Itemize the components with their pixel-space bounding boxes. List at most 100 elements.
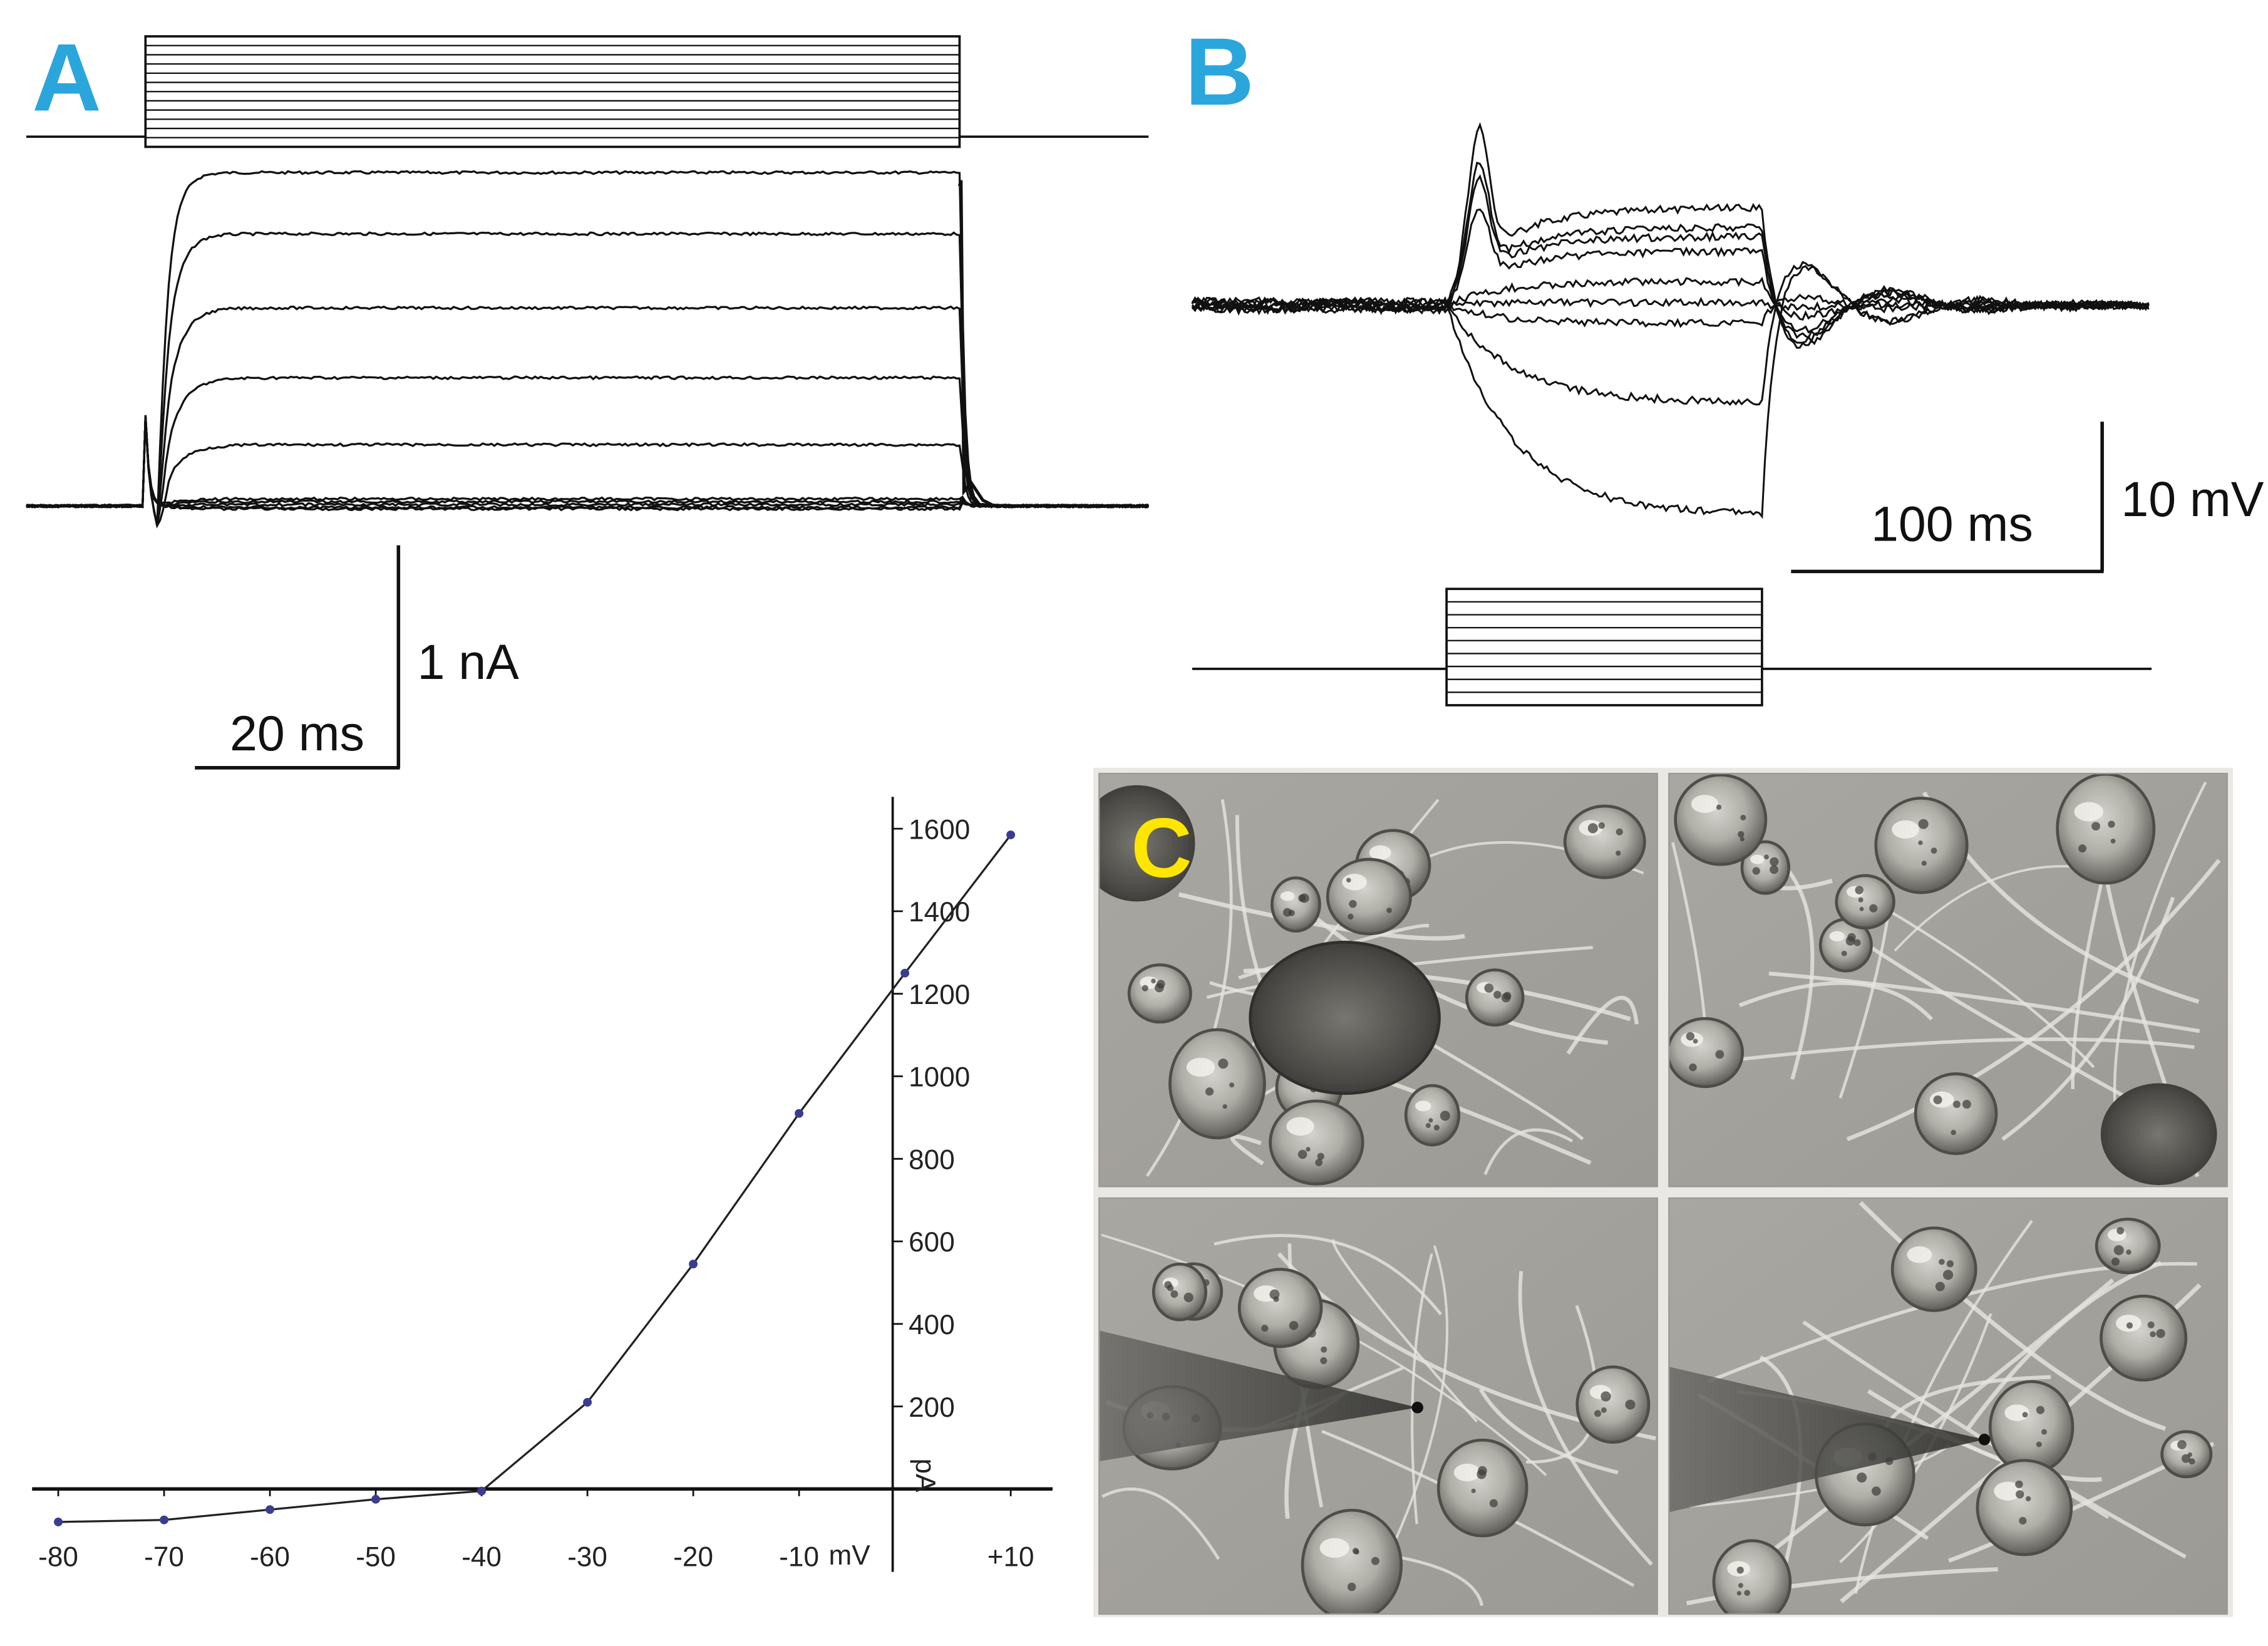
micrograph-granule <box>1962 1100 1971 1109</box>
micrograph-granule <box>2181 1454 2190 1463</box>
micrograph-granule <box>2150 1331 2156 1338</box>
micrograph-cell <box>1269 1099 1364 1186</box>
micrograph-cell-highlight <box>1907 1246 1932 1263</box>
panel-b: B 10 mV 100 ms <box>1185 18 2264 707</box>
micrograph-granule <box>1855 886 1863 894</box>
micrograph-neurite <box>1433 1044 1584 1141</box>
panel-c: C <box>1093 767 2234 1617</box>
micrograph-cell-highlight <box>1286 1117 1314 1136</box>
micrograph-cell-highlight <box>1342 874 1368 891</box>
micrograph-tile <box>1098 1197 1658 1615</box>
micrograph-tile-content <box>1099 774 1657 1187</box>
micrograph-granule <box>1306 1147 1311 1152</box>
micrograph-granule <box>1918 819 1929 829</box>
micrograph-tile <box>1668 772 2228 1188</box>
micrograph-cell-highlight <box>1892 820 1919 839</box>
micrograph-cell-highlight <box>1453 1463 1481 1482</box>
panel-b-sweep <box>1192 265 2150 519</box>
micrograph-pipette-tip <box>1978 1434 1991 1446</box>
micrograph-neurite <box>1101 1488 1220 1560</box>
micrograph-granule <box>2177 1440 2187 1449</box>
micrograph-granule <box>1600 1391 1611 1402</box>
iv-y-tick-label: 1600 <box>909 814 970 845</box>
micrograph-granule <box>2156 1328 2165 1338</box>
micrograph-granule <box>2016 1490 2024 1499</box>
panel-c-letter: C <box>1131 800 1192 895</box>
micrograph-cell-highlight <box>1319 1538 1349 1558</box>
micrograph-granule <box>1946 1260 1954 1268</box>
panel-b-current-step-protocol <box>1192 587 2152 707</box>
micrograph-granule <box>2187 1452 2192 1457</box>
micrograph-granule <box>2036 1405 2045 1414</box>
micrograph-granule <box>1261 1325 1269 1332</box>
micrograph-granule <box>1693 1038 1698 1044</box>
micrograph-granule <box>1433 1124 1440 1131</box>
micrograph-cell <box>1914 1072 1998 1156</box>
iv-y-tick-label: 800 <box>909 1144 955 1175</box>
micrograph-neurite <box>1478 1388 1619 1475</box>
iv-x-tick-label: -50 <box>356 1541 396 1572</box>
panel-b-scale-time-label: 100 ms <box>1871 497 2033 552</box>
micrograph-neurite <box>1566 996 1639 1055</box>
iv-x-tick-label: -20 <box>673 1541 713 1572</box>
micrograph-granule <box>1598 822 1605 829</box>
micrograph-tile-content <box>1669 774 2227 1187</box>
micrograph-granule <box>1625 1399 1636 1410</box>
micrograph-cell <box>1976 1459 2073 1556</box>
micrograph-cell <box>2160 1430 2213 1479</box>
micrograph-granule <box>1501 993 1511 1003</box>
iv-x-tick-label: -60 <box>250 1541 290 1572</box>
micrograph-granule <box>1930 847 1937 854</box>
micrograph-granule <box>1183 1292 1193 1303</box>
micrograph-granule <box>1289 1321 1299 1330</box>
micrograph-granule <box>1348 913 1354 920</box>
micrograph-neurite <box>1736 1278 2115 1579</box>
micrograph-cell <box>1835 874 1895 930</box>
panel-b-sweep <box>1192 162 2150 344</box>
iv-x-ticks: -80-70-60-50-40-30-20-10+10 <box>38 1489 1034 1572</box>
micrograph-granule <box>1686 1032 1695 1041</box>
micrograph-granule <box>1869 904 1878 913</box>
micrograph-grid <box>1098 772 2228 1615</box>
micrograph-granule <box>2078 844 2087 853</box>
micrograph-cell <box>1988 1380 2075 1474</box>
micrograph-cell-highlight <box>2004 1404 2029 1421</box>
micrograph-dark-cluster <box>1099 785 1195 902</box>
micrograph-cell <box>1874 796 1969 894</box>
micrograph-granule <box>2019 1516 2027 1525</box>
iv-x-tick-label: +10 <box>987 1541 1034 1572</box>
micrograph-cell <box>1674 774 1768 866</box>
micrograph-granule <box>2116 1227 2125 1234</box>
micrograph-cell <box>1890 1226 1977 1312</box>
micrograph-granule <box>1918 840 1923 846</box>
micrograph-cell <box>1271 876 1321 933</box>
micrograph-cell <box>1712 1539 1792 1614</box>
micrograph-cell <box>1237 1268 1323 1348</box>
micrograph-neurite <box>1695 1037 2195 1067</box>
micrograph-cell-highlight <box>1415 1100 1431 1112</box>
micrograph-granule <box>1205 1087 1214 1096</box>
panel-a: A 1 nA 20 ms <box>26 24 1150 770</box>
micrograph-pipette-tip <box>1411 1401 1423 1414</box>
micrograph-granule <box>1744 1590 1751 1597</box>
micrograph-granule <box>1845 936 1855 946</box>
micrograph-granule <box>1770 857 1779 866</box>
micrograph-granule <box>1587 823 1598 834</box>
micrograph-cell-highlight <box>1691 795 1719 813</box>
micrograph-granule <box>1715 1050 1724 1059</box>
panel-a-sweep <box>26 415 1149 529</box>
iv-x-axis-label: mV <box>828 1540 870 1571</box>
micrograph-granule <box>1142 985 1148 991</box>
micrograph-granule <box>1354 1549 1359 1555</box>
iv-data-point <box>689 1260 698 1269</box>
micrograph-cell <box>1326 857 1412 936</box>
micrograph-cell <box>1575 1365 1651 1444</box>
micrograph-cell <box>1152 1262 1208 1322</box>
panel-a-sweep <box>26 415 1149 512</box>
iv-x-tick-label: -40 <box>461 1541 502 1572</box>
micrograph-granule <box>2111 1257 2120 1266</box>
iv-data-point <box>900 968 910 978</box>
iv-x-tick-label: -80 <box>38 1541 78 1572</box>
micrograph-granule <box>1346 877 1351 883</box>
